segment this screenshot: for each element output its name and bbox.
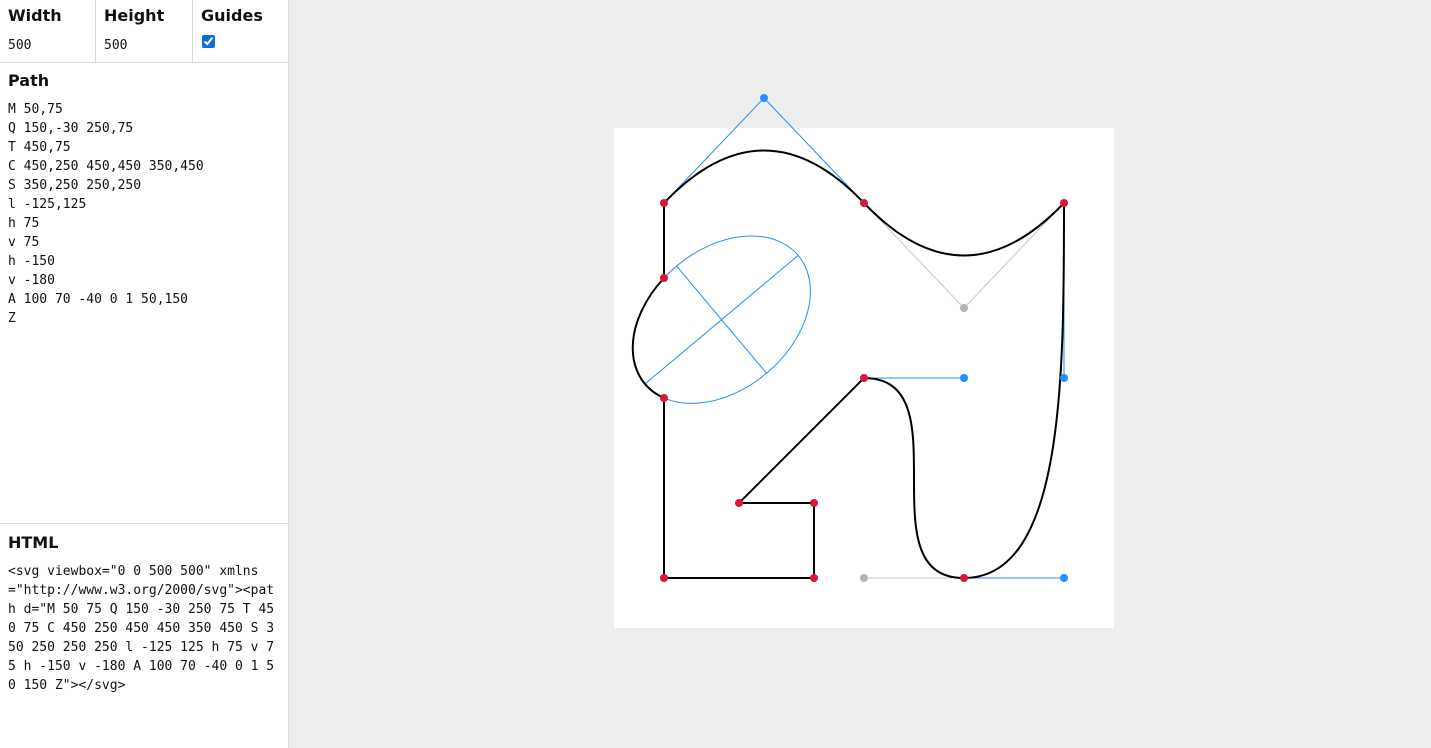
control-point[interactable]: [1060, 574, 1068, 582]
guides-label: Guides: [201, 6, 263, 25]
svg-canvas[interactable]: [614, 94, 1114, 628]
guides-setting: Guides: [193, 0, 288, 62]
control-point[interactable]: [760, 94, 768, 102]
guides-layer: [632, 97, 1065, 579]
anchor-point[interactable]: [810, 499, 818, 507]
html-title: HTML: [8, 533, 59, 552]
html-output[interactable]: <svg viewbox="0 0 500 500" xmlns="http:/…: [8, 564, 275, 693]
width-setting: Width: [0, 0, 96, 62]
guides-checkbox[interactable]: [202, 35, 215, 48]
path-preview[interactable]: [614, 94, 1114, 628]
reflected-guide-line: [963, 202, 1065, 309]
height-label: Height: [104, 6, 165, 25]
path-shape[interactable]: [631, 149, 1066, 580]
arc-minor-axis: [676, 265, 767, 374]
html-section: HTML <svg viewbox="0 0 500 500" xmlns="h…: [0, 525, 288, 748]
path-section: Path: [0, 63, 288, 524]
width-label: Width: [8, 6, 62, 25]
reflected-control-point[interactable]: [960, 304, 968, 312]
anchor-point[interactable]: [810, 574, 818, 582]
anchor-point[interactable]: [660, 274, 668, 282]
anchor-point[interactable]: [860, 199, 868, 207]
control-guide-line: [663, 97, 765, 204]
anchor-point[interactable]: [860, 374, 868, 382]
sidebar: Width Height Guides Path HTML <svg viewb…: [0, 0, 289, 748]
path-editor[interactable]: [8, 100, 280, 510]
anchor-point[interactable]: [660, 394, 668, 402]
reflected-guide-line: [863, 202, 965, 309]
height-setting: Height: [96, 0, 193, 62]
canvas-settings: Width Height Guides: [0, 0, 288, 63]
anchor-point[interactable]: [660, 199, 668, 207]
points-layer: [660, 94, 1068, 582]
control-point[interactable]: [960, 374, 968, 382]
height-input[interactable]: [104, 35, 182, 55]
control-point[interactable]: [1060, 374, 1068, 382]
anchor-point[interactable]: [1060, 199, 1068, 207]
control-guide-line: [763, 97, 865, 204]
anchor-point[interactable]: [735, 499, 743, 507]
anchor-point[interactable]: [660, 574, 668, 582]
reflected-control-point[interactable]: [860, 574, 868, 582]
anchor-point[interactable]: [960, 574, 968, 582]
path-title: Path: [8, 71, 50, 90]
width-input[interactable]: [8, 35, 86, 55]
